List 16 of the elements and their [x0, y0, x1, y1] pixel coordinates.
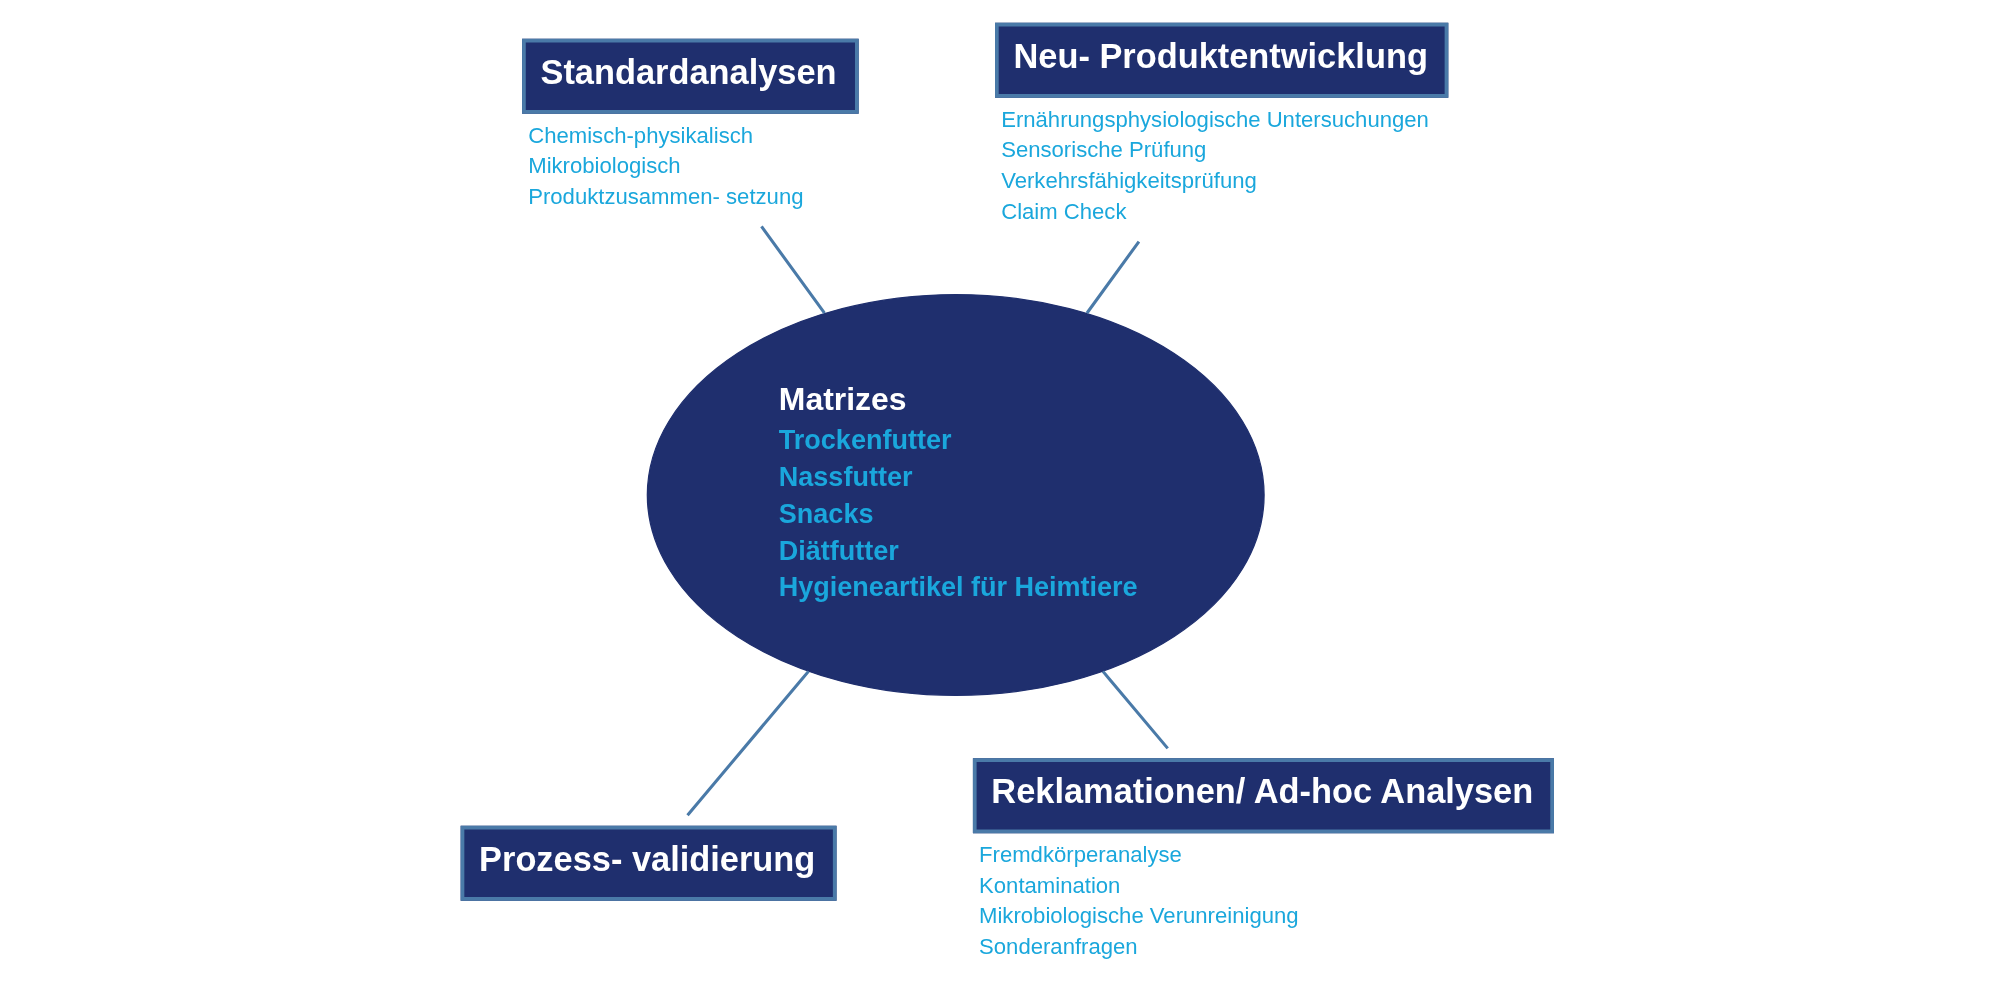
node-label: Fremdkörperanalyse [979, 841, 1182, 867]
node-label: Mikrobiologische Verunreinigung [979, 903, 1299, 929]
node-label: Claim Check [1001, 198, 1127, 224]
node-label: Sonderanfragen [979, 934, 1138, 960]
connector [1101, 670, 1169, 750]
node-ellipse: Matrizes Trockenfutter Nassfutter Snacks Diätfutter Hygieneartikel für Heimtiere [646, 293, 1265, 697]
node-label: Mikrobiologisch [528, 153, 681, 179]
connector [1085, 240, 1141, 314]
node-label: Verkehrsfähigkeitsprüfung [1001, 167, 1257, 193]
node-label: Sensorische Prüfung [1001, 137, 1207, 163]
connector [686, 670, 810, 817]
connector [760, 225, 826, 314]
node-label: Produktzusammen- setzung [528, 183, 804, 209]
node-label: Kontamination [979, 872, 1121, 898]
node-label: Chemisch-physikalisch [528, 122, 754, 148]
node-label: Ernährungsphysiologische Untersuchungen [1001, 106, 1429, 132]
